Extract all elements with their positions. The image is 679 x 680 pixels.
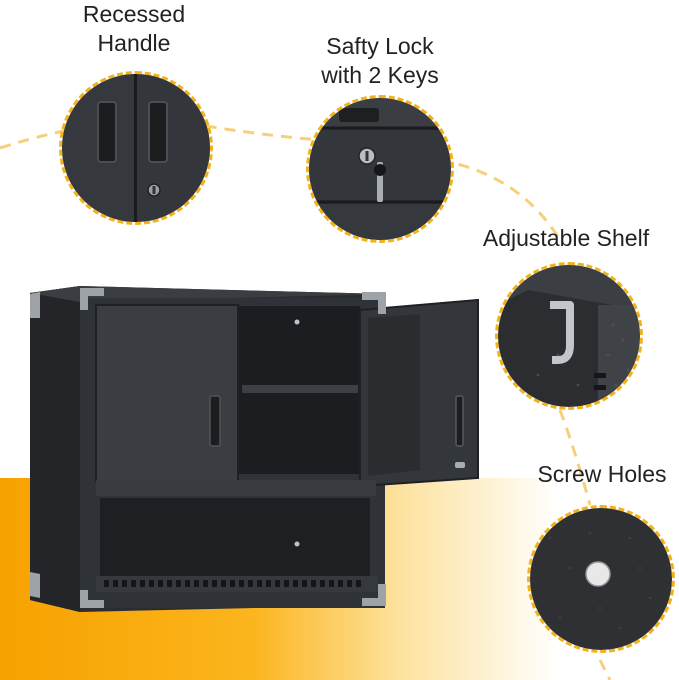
recessed-handle-closeup — [62, 74, 210, 222]
shelf-hook-closeup — [498, 265, 640, 407]
safety-lock-label-line2: with 2 Keys — [321, 62, 439, 88]
safety-lock-label-line1: Safty Lock — [326, 33, 434, 59]
screw-holes-label: Screw Holes — [537, 461, 667, 487]
safety-lock-label: Safty Lock with 2 Keys — [300, 32, 460, 90]
recessed-handle-label-line1: Recessed — [82, 1, 186, 27]
screw-hole-closeup — [530, 508, 672, 650]
recessed-handle-label-line2: Handle — [97, 30, 171, 56]
recessed-handle-label: Recessed Handle — [64, 0, 204, 58]
adjustable-shelf-label: Adjustable Shelf — [482, 225, 650, 251]
